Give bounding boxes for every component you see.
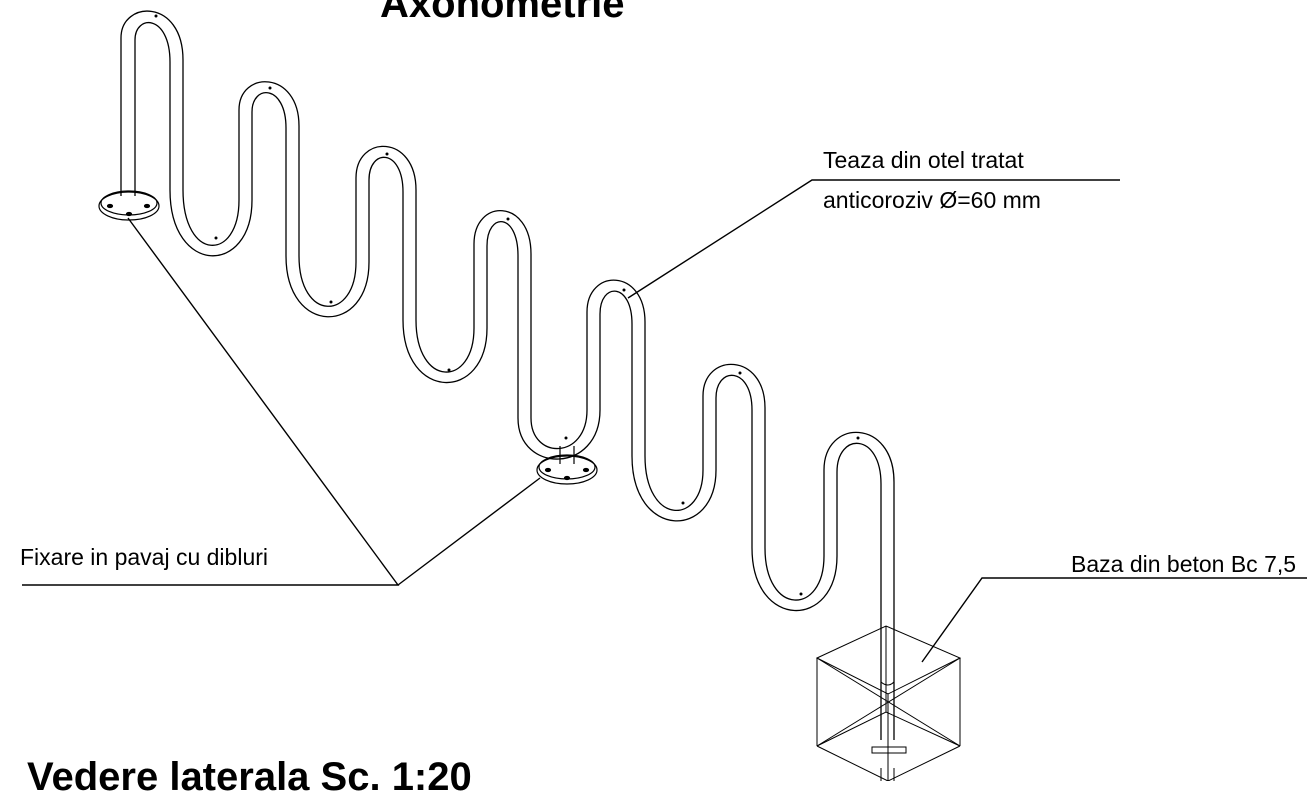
paving-fixing-callout: Fixare in pavaj cu dibluri [20,544,269,570]
tube-outline-outer [120,10,895,740]
leader-base [921,577,1307,663]
axonometric-drawing [22,10,1307,781]
leader-lines [22,179,1307,663]
side-view-title: Vedere laterala Sc. 1:20 [27,755,472,799]
axonometry-title: Axonometrie [380,0,625,26]
concrete-base-callout: Baza din beton Bc 7,5 [1071,551,1297,577]
tube-outline-inner [134,22,882,740]
leader-tube [627,179,1120,299]
tube-callout-line1: Teaza din otel tratat [823,147,1024,173]
tube-callout-line2: anticoroziv Ø=60 mm [823,187,1041,213]
weld-marks [154,14,860,596]
base-plate-middle [536,446,598,485]
concrete-block [815,625,962,781]
base-plate-left [98,190,160,221]
leader-fixing [22,217,400,586]
